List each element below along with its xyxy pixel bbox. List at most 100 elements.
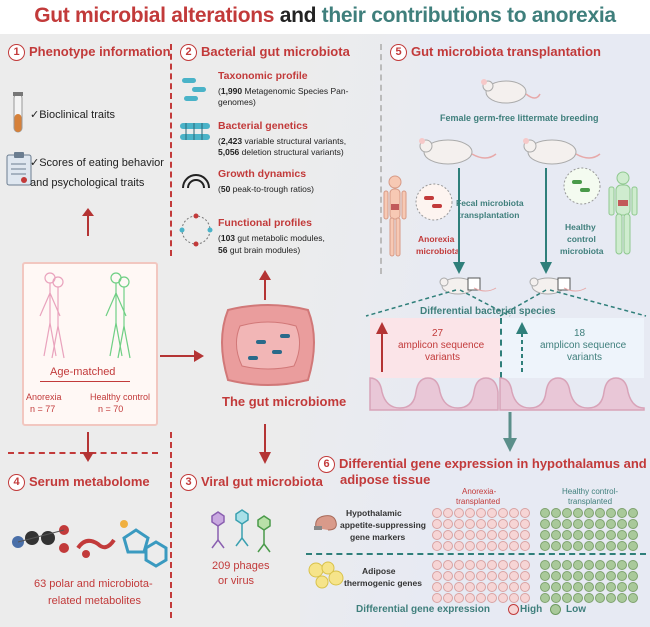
anorexia-species-count: 27 — [432, 328, 444, 339]
expression-dot-low — [628, 593, 638, 603]
expression-dot-low — [551, 530, 561, 540]
expression-dot-low — [584, 508, 594, 518]
expression-dot-high — [487, 508, 497, 518]
expression-dot-low — [595, 593, 605, 603]
expression-dot-low — [606, 508, 616, 518]
human-healthy-icon — [608, 171, 638, 255]
expression-dot-high — [432, 571, 442, 581]
expression-dot-high — [487, 560, 497, 570]
clipboard-icon — [6, 152, 32, 186]
expression-dot-high — [520, 593, 530, 603]
arrow-down-expression-icon — [503, 412, 517, 452]
expression-dot-low — [606, 530, 616, 540]
test-tube-icon — [13, 92, 23, 133]
expression-dot-low — [540, 582, 550, 592]
expression-dot-high — [509, 582, 519, 592]
section-label-1: Phenotype information — [29, 44, 171, 59]
expression-dot-high — [476, 582, 486, 592]
expression-dot-high — [487, 541, 497, 551]
genetics-count-2: 5,056 — [218, 147, 240, 157]
healthy-species-line2: variants — [567, 352, 603, 363]
section-label-4: Serum metabolome — [29, 474, 150, 489]
breeding-label: Female germ-free littermate breeding — [440, 113, 599, 123]
expression-dot-high — [498, 541, 508, 551]
expression-dot-low — [628, 571, 638, 581]
anorexia-microbiota-line2: microbiota — [416, 246, 460, 256]
expression-dot-high — [465, 519, 475, 529]
expression-dot-high — [443, 530, 453, 540]
expression-dot-low — [540, 560, 550, 570]
expression-dot-high — [520, 541, 530, 551]
arrow-up-gut-icon — [259, 270, 271, 300]
genetics-title: Bacterial genetics — [218, 120, 308, 132]
expression-dot-high — [498, 508, 508, 518]
expression-dot-high — [432, 541, 442, 551]
magnifier-healthy-icon — [563, 167, 601, 205]
genetics-line1-rest: variable structural variants, — [242, 136, 347, 146]
expression-dot-high — [509, 593, 519, 603]
fecal-line1: Fecal microbiota — [456, 198, 524, 208]
expression-dot-high — [509, 571, 519, 581]
expression-dot-high — [509, 560, 519, 570]
arrow-up-healthy-species-icon — [516, 322, 528, 372]
expression-dot-low — [573, 541, 583, 551]
mouse-cage-right-icon — [529, 277, 587, 295]
expression-dot-low — [562, 541, 572, 551]
expression-dot-low — [562, 508, 572, 518]
expression-dot-low — [606, 519, 616, 529]
adipose-tissue-icon — [308, 561, 344, 589]
expression-dot-high — [465, 593, 475, 603]
expression-dot-low — [562, 560, 572, 570]
expression-dot-high — [476, 541, 486, 551]
expression-dot-low — [628, 508, 638, 518]
expression-dot-high — [476, 508, 486, 518]
genetics-line2-rest: deletion structural variants) — [239, 147, 344, 157]
serum-line2: related metabolites — [48, 595, 141, 607]
control-figures-icon — [105, 272, 131, 359]
expression-dot-low — [573, 593, 583, 603]
expression-dot-low — [573, 508, 583, 518]
expression-dot-high — [476, 519, 486, 529]
viral-line2: or virus — [218, 575, 255, 587]
expression-divider — [306, 553, 646, 555]
functional-title: Functional profiles — [218, 217, 312, 229]
expression-dot-high — [487, 530, 497, 540]
expression-dot-high — [520, 530, 530, 540]
expression-dot-low — [551, 582, 561, 592]
expression-dot-high — [443, 582, 453, 592]
expression-dot-high — [498, 582, 508, 592]
expression-dot-low — [595, 560, 605, 570]
funnel-lines — [365, 289, 647, 317]
expression-dot-high — [432, 530, 442, 540]
expression-dot-high — [509, 541, 519, 551]
phenotype-item-1: ✓Bioclinical traits — [30, 109, 116, 121]
expression-dot-high — [443, 571, 453, 581]
section-label-3: Viral gut microbiota — [201, 474, 323, 489]
expression-dot-low — [628, 541, 638, 551]
expression-dot-low — [562, 519, 572, 529]
expression-dot-high — [443, 593, 453, 603]
cohort-box — [22, 262, 158, 426]
expression-dot-low — [573, 530, 583, 540]
expression-dot-low — [540, 530, 550, 540]
diff-species-label: Differential bacterial species — [420, 306, 556, 317]
anorexia-species-line1: amplicon sequence — [398, 340, 485, 351]
expression-dot-low — [551, 593, 561, 603]
expression-dot-high — [509, 530, 519, 540]
legend-low-label: Low — [566, 604, 586, 615]
expression-dot-low — [551, 519, 561, 529]
anorexia-species-panel — [370, 318, 500, 378]
arrow-down-left-icon — [453, 168, 465, 274]
expression-dot-low — [584, 530, 594, 540]
expression-dot-low — [562, 530, 572, 540]
expression-dot-high — [487, 593, 497, 603]
expression-dot-low — [551, 571, 561, 581]
functional-line1: (103 gut metabolic modules, — [218, 233, 325, 243]
bacteria-icon — [182, 78, 206, 101]
expression-dot-high — [454, 530, 464, 540]
expression-dot-high — [520, 508, 530, 518]
title-part-2: and — [279, 4, 317, 27]
dna-icon — [180, 123, 210, 140]
growth-rings-icon — [182, 174, 210, 189]
expression-dot-high — [465, 508, 475, 518]
